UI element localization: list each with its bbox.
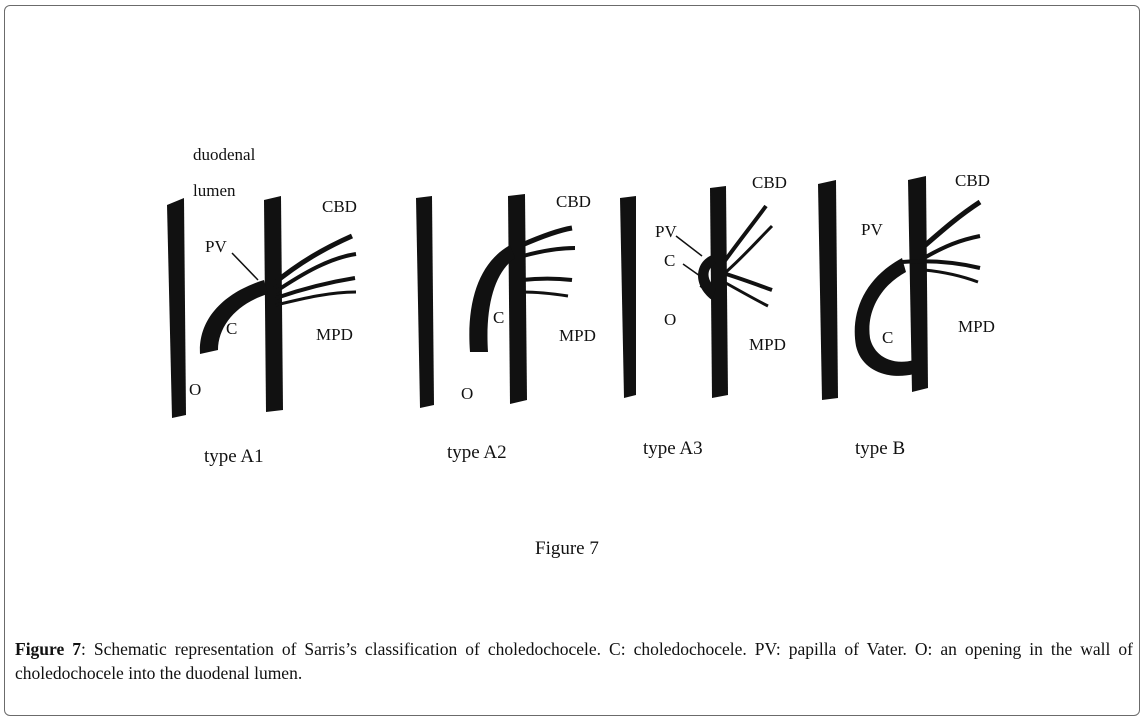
label-mpd: MPD <box>316 325 353 344</box>
cbd-duct-lower <box>522 246 576 258</box>
label-pv: PV <box>655 222 677 241</box>
label-cbd: CBD <box>752 173 787 192</box>
mpd-duct-lower <box>723 280 769 308</box>
cbd-duct <box>521 225 573 248</box>
label-pv: PV <box>861 220 883 239</box>
cbd-duct-lower <box>923 234 981 260</box>
panel-type-a3: CBD PV C O MPD type A3 <box>620 173 787 459</box>
mpd-duct <box>275 276 356 300</box>
cbd-duct <box>270 233 354 287</box>
label-mpd: MPD <box>958 317 995 336</box>
label-o: O <box>189 380 201 399</box>
duodenal-wall-left <box>167 198 186 418</box>
label-cbd: CBD <box>955 171 990 190</box>
panel-type-a1: duodenal lumen CBD PV C MPD O type A1 <box>167 145 357 467</box>
duodenal-wall-left <box>818 180 838 400</box>
duodenal-wall-right <box>264 196 283 412</box>
caption-prefix: Figure 7 <box>15 639 81 659</box>
label-lumen: lumen <box>193 181 236 200</box>
duodenal-wall-left <box>620 196 636 398</box>
panel-type-b: CBD PV C MPD type B <box>818 171 995 459</box>
label-c: C <box>493 308 504 327</box>
type-label: type A1 <box>204 446 264 467</box>
label-mpd: MPD <box>559 326 596 345</box>
type-label: type A2 <box>447 442 507 463</box>
label-c: C <box>226 319 237 338</box>
mpd-duct <box>521 276 573 282</box>
cbd-duct-lower <box>724 224 774 274</box>
choledochocele-sac <box>199 280 268 354</box>
type-label: type A3 <box>643 438 703 459</box>
cbd-duct <box>722 204 768 264</box>
figure-caption: Figure 7: Schematic representation of Sa… <box>15 637 1133 685</box>
label-mpd: MPD <box>749 335 786 354</box>
choledochocele-sac <box>469 245 515 352</box>
choledochocele-diagram: duodenal lumen CBD PV C MPD O type A1 CB… <box>167 145 995 559</box>
cbd-duct <box>920 199 982 250</box>
duodenal-wall-right <box>508 194 527 404</box>
choledochocele-sac <box>854 258 914 376</box>
label-cbd: CBD <box>556 192 591 211</box>
cbd-duct-lower <box>273 252 357 294</box>
caption-text: : Schematic representation of Sarris’s c… <box>15 639 1133 683</box>
inner-figure-title: Figure 7 <box>535 538 599 559</box>
c-pointer <box>682 263 701 277</box>
pv-pointer <box>231 252 259 281</box>
duodenal-wall-right <box>710 186 728 398</box>
mpd-duct-lower <box>275 290 357 307</box>
duodenal-wall-right <box>908 176 928 392</box>
label-o: O <box>664 310 676 329</box>
figure-frame <box>4 5 1140 716</box>
label-pv: PV <box>205 237 227 256</box>
label-c: C <box>882 328 893 347</box>
duodenal-wall-left <box>416 196 434 408</box>
mpd-duct <box>901 259 981 270</box>
pv-pointer <box>675 235 703 257</box>
mpd-duct <box>725 272 773 292</box>
label-o: O <box>461 384 473 403</box>
label-cbd: CBD <box>322 197 357 216</box>
label-duodenal: duodenal <box>193 145 256 164</box>
type-label: type B <box>855 438 905 459</box>
mpd-duct-lower <box>923 268 979 284</box>
mpd-duct-lower <box>521 290 569 298</box>
panel-type-a2: CBD C MPD O type A2 <box>416 192 596 463</box>
label-c: C <box>664 251 675 270</box>
o-pointer <box>699 285 711 295</box>
